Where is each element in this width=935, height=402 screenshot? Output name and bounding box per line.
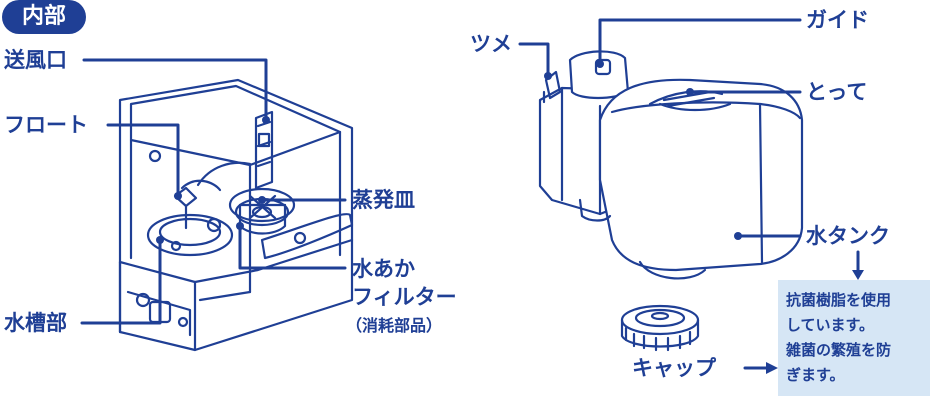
section-badge: 内部 — [2, 0, 86, 34]
label-scale-filter-line1: 水あか — [352, 257, 415, 281]
label-water-tank-part: 水槽部 — [4, 311, 67, 335]
label-scale-filter-line2: フィルター — [352, 285, 457, 309]
leader-lines — [80, 18, 860, 370]
label-claw: ツメ — [470, 32, 512, 56]
label-cap: キャップ — [632, 356, 716, 380]
note-line: 抗菌樹脂を使用 — [786, 291, 892, 309]
label-evaporator-dish: 蒸発皿 — [352, 188, 415, 212]
label-air-outlet: 送風口 — [4, 48, 67, 72]
note-line: ぎます。 — [786, 366, 845, 384]
label-handle: とって — [806, 80, 868, 104]
note-line: 雑菌の繁殖を防 — [786, 341, 892, 359]
antibacterial-note: 抗菌樹脂を使用 しています。 雑菌の繁殖を防 ぎます。 — [778, 280, 930, 396]
water-tank-assembly — [538, 50, 804, 280]
leader-markers — [156, 60, 864, 374]
label-water-tank: 水タンク — [806, 224, 890, 248]
label-guide: ガイド — [806, 8, 869, 32]
cap — [620, 304, 700, 352]
humidifier-base — [118, 78, 354, 352]
label-float: フロート — [4, 113, 88, 137]
note-line: しています。 — [786, 316, 875, 334]
label-consumable-note: （消耗部品） — [346, 316, 443, 335]
